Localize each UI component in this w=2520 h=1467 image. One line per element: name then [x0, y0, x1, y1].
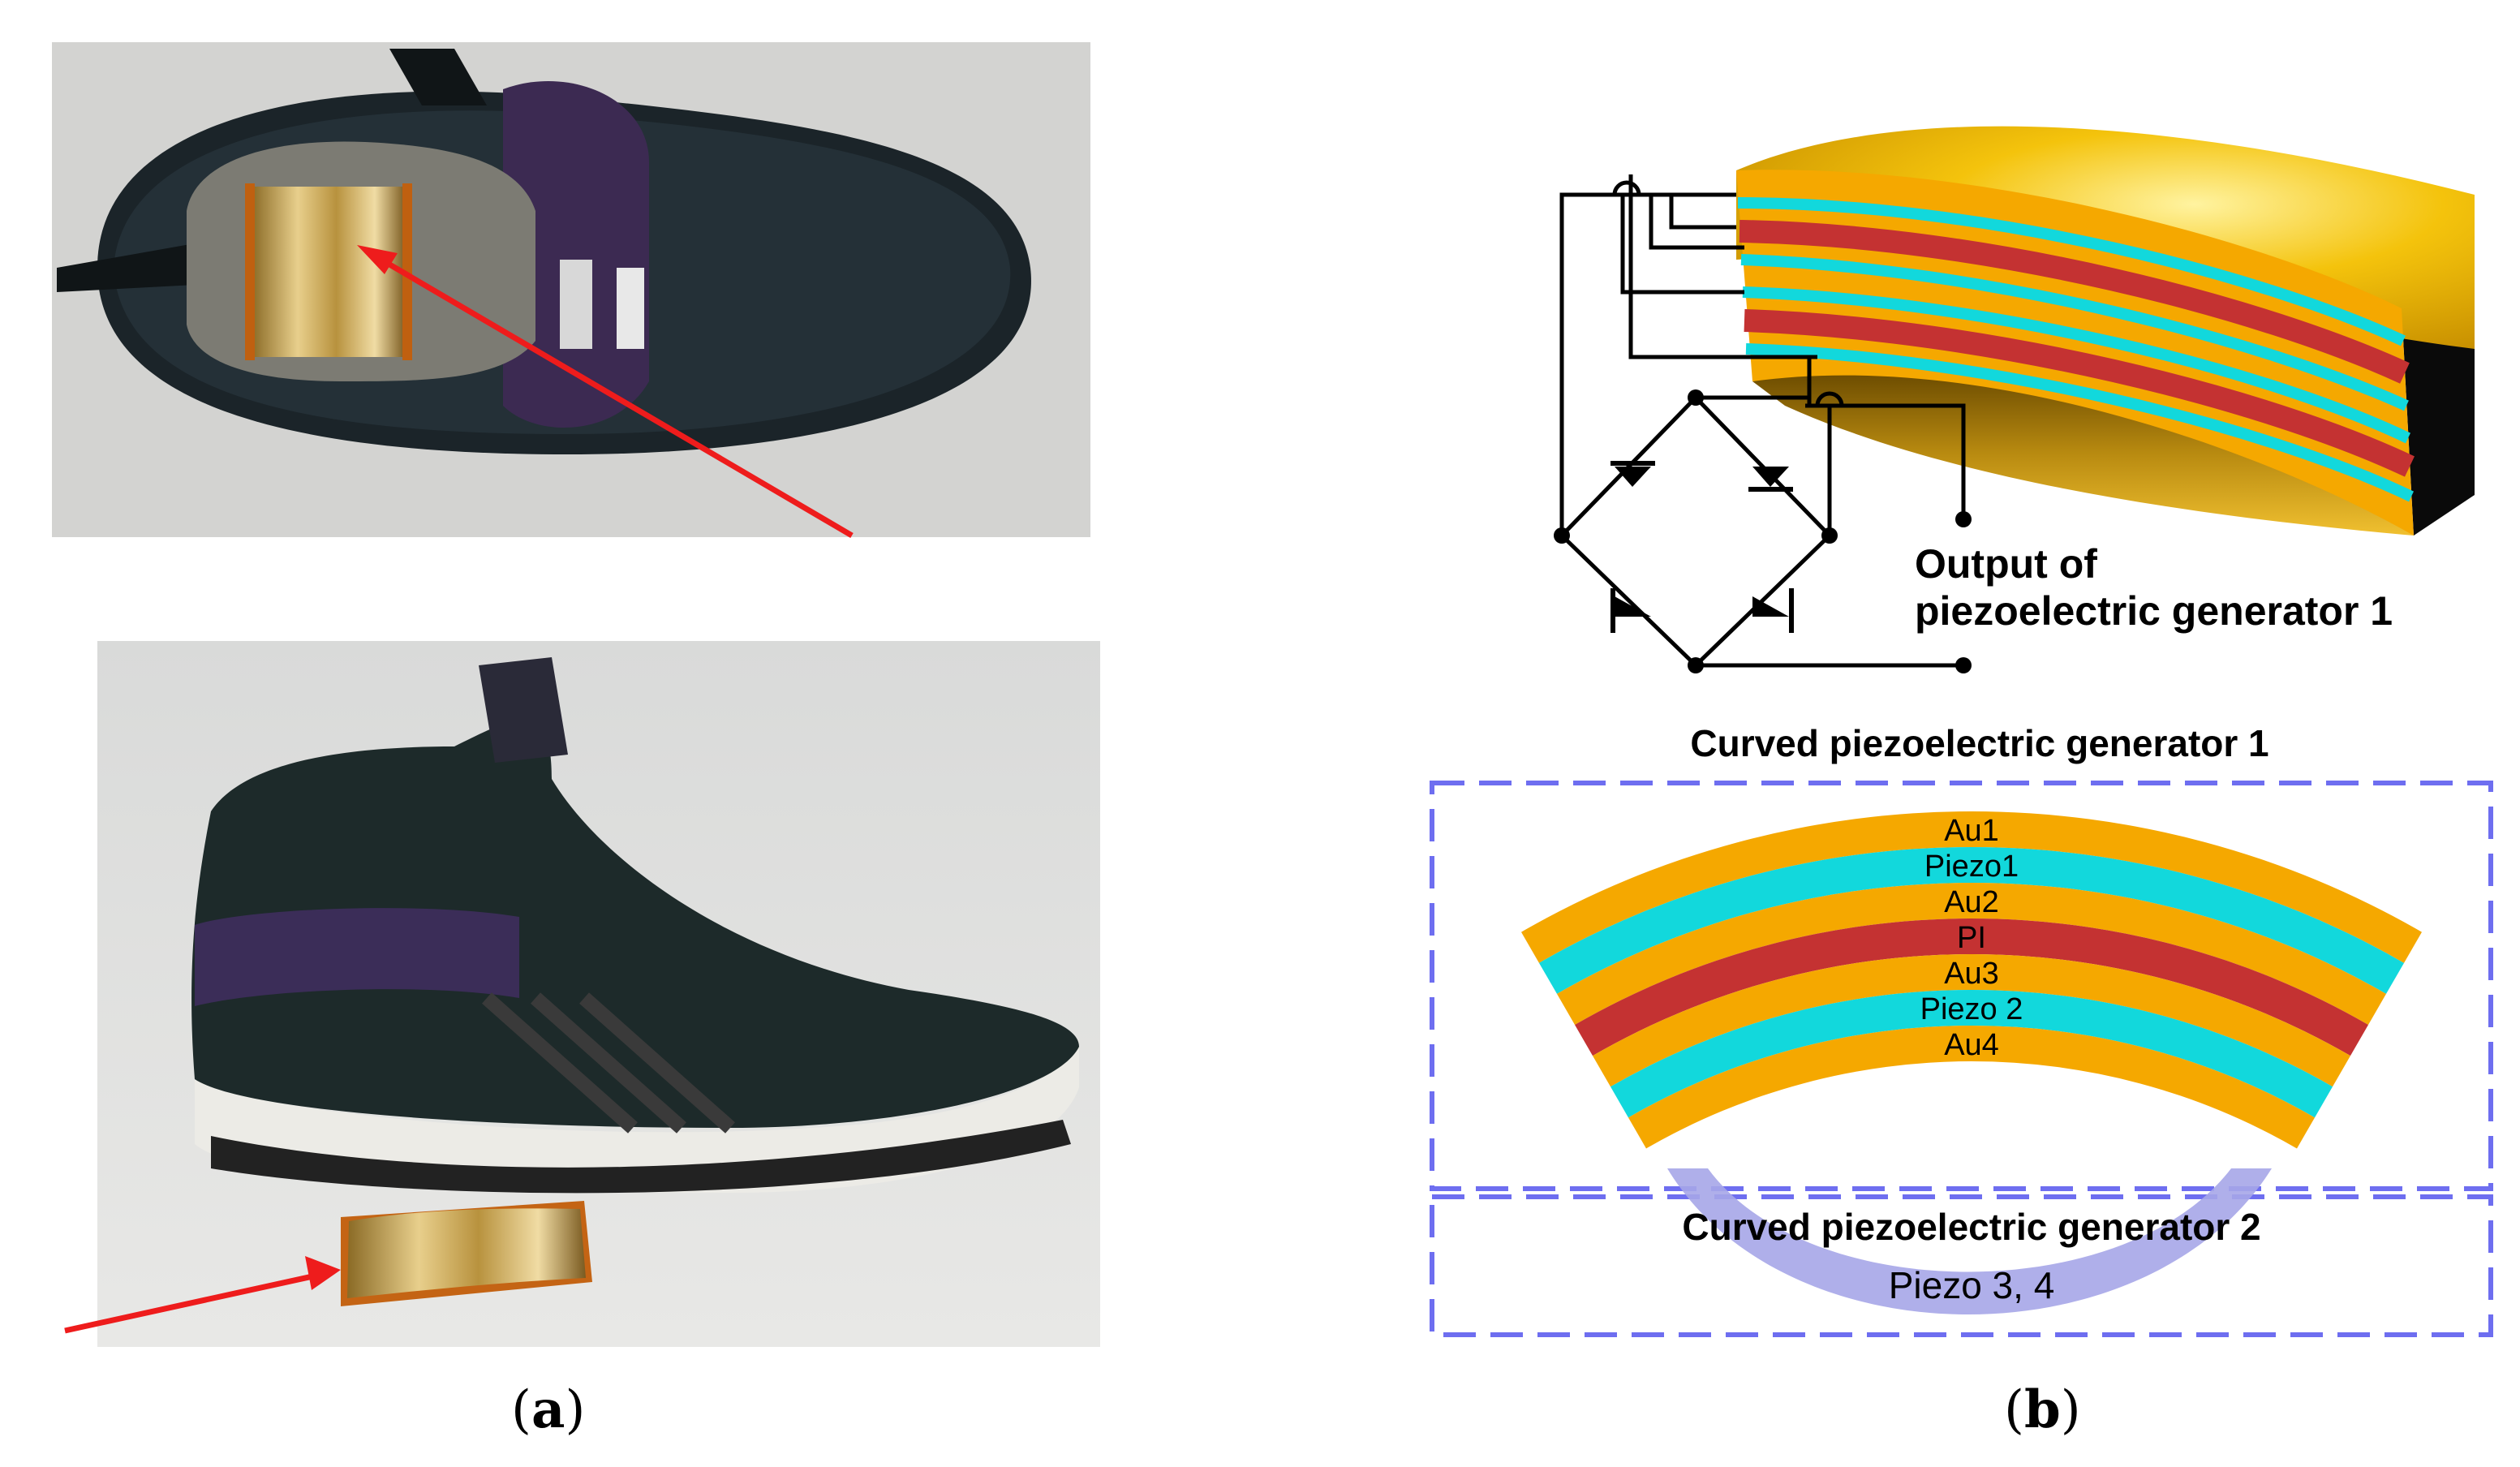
piezo-3-4-arc: [1667, 1168, 2272, 1314]
layer-label-piezo-2: Piezo 2: [1920, 992, 2023, 1026]
generator-2-layer-label: Piezo 3, 4: [1889, 1264, 2055, 1306]
generator-layer-stack: [1736, 170, 2415, 536]
generator-1-title: Curved piezoelectric generator 1: [1690, 722, 2268, 764]
generator-2-title: Curved piezoelectric generator 2: [1682, 1206, 2260, 1248]
layer-label-au2: Au2: [1944, 885, 1999, 919]
rectifier-diodes: [1610, 461, 1794, 633]
layer-band-au1: [1521, 811, 2422, 963]
layer-label-pi: PI: [1957, 921, 1986, 955]
generator-1-box: [1430, 781, 2493, 1191]
generator-2-box: [1430, 1194, 2493, 1337]
shoe-side-view-photo: [64, 641, 1100, 1347]
caption-a: (a): [511, 1379, 586, 1440]
layer-band-piezo1: [1539, 846, 2404, 994]
layer-cross-section: [1521, 811, 2422, 1149]
output-label-line2: piezoelectric generator 1: [1915, 588, 2393, 634]
output-label-line1: Output of: [1915, 541, 2097, 587]
layer-label-au3: Au3: [1944, 957, 1999, 991]
layer-band-au4: [1628, 1025, 2315, 1149]
caption-b: (b): [2004, 1379, 2081, 1440]
layer-band-au2: [1557, 883, 2386, 1026]
layer-label-au1: Au1: [1944, 814, 1999, 848]
bridge-rectifier-circuit: [1559, 174, 1966, 669]
generator-3d-illustration: [1736, 126, 2475, 536]
layer-label-au4: Au4: [1944, 1028, 1999, 1062]
circuit-nodes: [1554, 389, 1972, 673]
layer-band-pi: [1575, 918, 2368, 1056]
layer-band-au3: [1593, 954, 2350, 1087]
layer-band-piezo-2: [1610, 990, 2333, 1118]
shoe-top-view-photo: [52, 42, 1090, 539]
layer-label-piezo1: Piezo1: [1924, 850, 2019, 884]
